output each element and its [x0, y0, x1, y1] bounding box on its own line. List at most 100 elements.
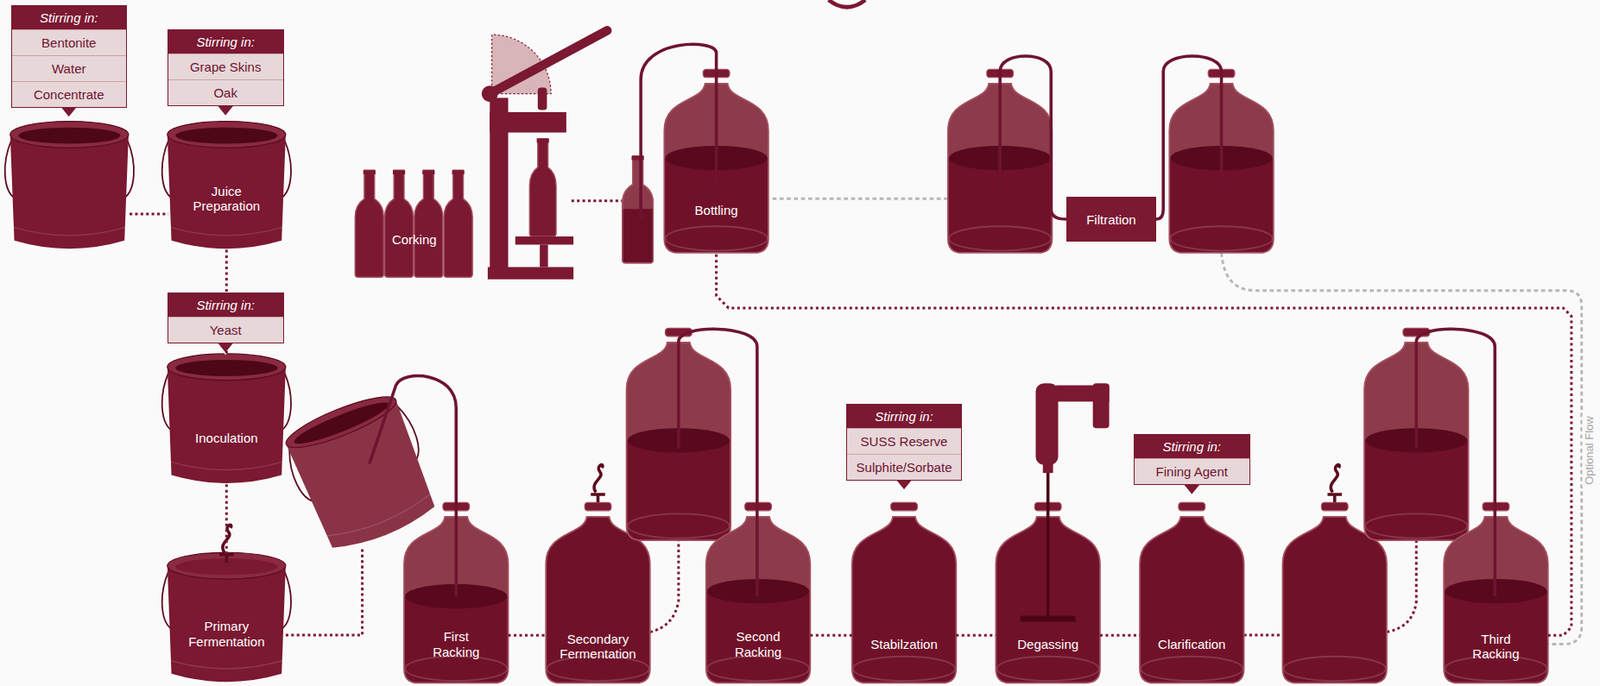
- step-label: Juice Preparation: [183, 183, 270, 215]
- tilted-bucket: [276, 385, 447, 559]
- process-vessel: Degassing: [995, 562, 1101, 684]
- bucket-body: [167, 566, 286, 684]
- drill-paddle: [1020, 615, 1076, 622]
- step-label: Secondary Fermentation: [550, 632, 646, 663]
- carboy-base: [997, 657, 1100, 682]
- bucket-rim: [10, 121, 129, 149]
- carboy-base: [1169, 226, 1272, 251]
- flow-note: Optional Flow: [1582, 413, 1596, 487]
- wine: [626, 440, 732, 543]
- list-item: Oak: [168, 79, 284, 106]
- flow-connector: [716, 252, 1572, 636]
- step-label: Stabilzation: [854, 637, 955, 653]
- bucket-body: [167, 366, 286, 484]
- bucket-band: [170, 461, 283, 470]
- carboy: [852, 502, 957, 685]
- step-label: Primary Fermentation: [181, 619, 272, 650]
- bucket-body: [167, 134, 286, 249]
- process-vessel: Secondary Fermentation: [545, 562, 651, 684]
- siphon-tube: [640, 44, 716, 220]
- carboy-outline: [1282, 517, 1387, 684]
- step-label: Bottling: [669, 202, 765, 219]
- wine: [1443, 591, 1549, 686]
- step-label: First Racking: [421, 629, 491, 660]
- logo-arc: [828, 0, 867, 7]
- bucket-band: [326, 493, 434, 544]
- bottle: [529, 139, 557, 237]
- list-heading: Stirring in:: [847, 404, 962, 429]
- process-vessel: Third Racking: [1443, 562, 1549, 684]
- step-label: Degassing: [998, 637, 1098, 653]
- bottle: [414, 170, 443, 278]
- bucket-rim: [167, 121, 286, 149]
- carboy-base: [627, 513, 730, 538]
- carboy-base: [1283, 657, 1386, 682]
- carboy-base: [1140, 657, 1243, 682]
- step-label: Filtration: [1081, 212, 1142, 228]
- list-item: Concentrate: [12, 81, 127, 108]
- carboy-outline: [852, 517, 957, 684]
- siphon-tube: [369, 376, 456, 598]
- airlock: [590, 494, 606, 503]
- flow-line: [650, 540, 679, 633]
- airlock: [219, 555, 234, 563]
- bottle-lip: [452, 170, 465, 175]
- process-vessel: Second Racking: [706, 562, 811, 684]
- list-pointer: [894, 480, 913, 492]
- bucket-opening: [18, 127, 121, 145]
- bucket-opening: [175, 127, 278, 145]
- airlock: [1327, 494, 1342, 503]
- process-vessel: Corking: [354, 170, 474, 278]
- bucket-band: [170, 660, 283, 669]
- ingredient-list: Stirring in:Grape SkinsOak: [167, 29, 285, 107]
- bottle-lip: [392, 170, 405, 175]
- flow-line: [571, 199, 625, 203]
- list-heading: Stirring in:: [12, 6, 127, 30]
- bucket-opening: [175, 360, 278, 377]
- list-pointer: [59, 107, 78, 119]
- corker-head: [489, 112, 567, 133]
- wine: [622, 208, 653, 264]
- airlock-loop: [594, 465, 603, 494]
- wine: [1139, 502, 1245, 685]
- step-label: Clarification: [1142, 637, 1242, 653]
- ingredient-list: Stirring in:SUSS ReserveSulphite/Sorbate: [846, 404, 963, 481]
- bottle-lip: [363, 170, 376, 175]
- bottle-outline: [622, 156, 653, 264]
- corker: [481, 30, 608, 279]
- carboy-lip: [1321, 502, 1348, 511]
- list-pointer: [1182, 484, 1202, 496]
- step-label: Third Racking: [1460, 632, 1531, 663]
- optional-flow-line: [772, 197, 949, 201]
- ingredient-list: Stirring in:Yeast: [167, 292, 285, 344]
- process-vessel: Bottling: [664, 128, 769, 253]
- drill-grip: [1093, 383, 1110, 429]
- carboy-base: [665, 226, 768, 251]
- flow-line: [1386, 540, 1417, 633]
- bucket-band: [170, 227, 283, 235]
- flow-connector: [1100, 634, 1140, 638]
- ingredient-list: Stirring in:BentoniteWaterConcentrate: [11, 5, 127, 108]
- bottle: [622, 156, 653, 264]
- ingredient-list: Stirring in:Fining Agent: [1133, 434, 1251, 486]
- carboy-lip: [891, 502, 918, 511]
- bottle: [354, 170, 384, 278]
- flow-connector: [225, 484, 228, 554]
- carboy-lip: [1178, 502, 1206, 511]
- corker-stem: [539, 245, 548, 268]
- carboy-base: [948, 226, 1051, 251]
- carboy-base: [707, 657, 810, 682]
- process-vessel: Clarification: [1139, 562, 1245, 684]
- corker-plate: [515, 236, 574, 245]
- drill-handle: [1035, 383, 1058, 466]
- carboy-lip: [584, 502, 612, 511]
- wine: [1364, 440, 1469, 543]
- list-item: Water: [12, 55, 127, 82]
- bottle-lip: [537, 139, 550, 144]
- process-vessel: Primary Fermentation: [167, 554, 286, 684]
- optional-flow-line: [1221, 252, 1582, 646]
- list-heading: Stirring in:: [1134, 435, 1250, 459]
- carboy-base: [1365, 513, 1468, 538]
- wine: [852, 502, 957, 685]
- siphon-tube: [1156, 56, 1222, 220]
